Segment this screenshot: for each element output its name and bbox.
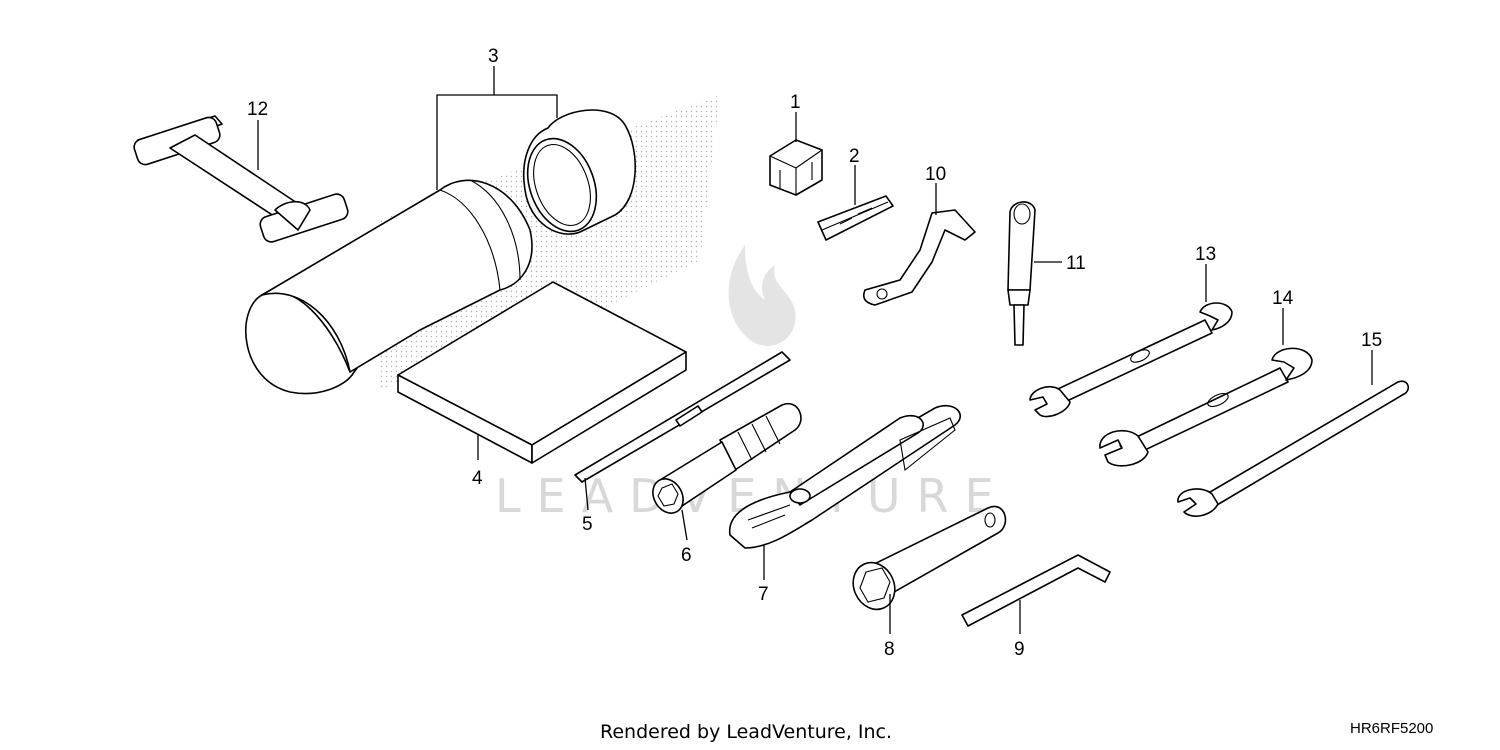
part-wrench-14 (1099, 347, 1313, 467)
callout-4: 4 (472, 468, 483, 489)
part-manual (397, 281, 687, 464)
callout-8: 8 (884, 639, 895, 660)
callout-10: 10 (925, 164, 946, 185)
callout-14: 14 (1272, 288, 1294, 309)
callout-1: 1 (790, 92, 801, 113)
callout-12: 12 (247, 99, 268, 120)
callout-7: 7 (758, 584, 769, 605)
part-wrench-13 (1029, 302, 1233, 418)
part-plug-wrench (852, 505, 1007, 611)
part-screwdriver-bit (574, 351, 791, 483)
callout-15: 15 (1361, 330, 1382, 351)
callout-6: 6 (681, 545, 692, 566)
part-hex-key (961, 554, 1111, 627)
callout-5: 5 (582, 514, 593, 535)
callout-3: 3 (488, 46, 499, 67)
diagram-code: HR6RF5200 (1350, 720, 1433, 737)
part-wrench-15 (1177, 380, 1410, 517)
part-screwdriver-handle (1007, 201, 1036, 346)
callout-11: 11 (1066, 253, 1086, 274)
callouts: 1 2 3 4 5 6 7 8 9 10 11 12 13 14 15 (247, 46, 1382, 660)
part-strap (133, 115, 349, 243)
callout-13: 13 (1195, 244, 1216, 265)
part-tool-bag (244, 109, 637, 395)
footer-credit: Rendered by LeadVenture, Inc. (600, 721, 892, 743)
leader-lines (257, 66, 1373, 634)
callout-9: 9 (1014, 639, 1025, 660)
part-screwdriver-grip (652, 402, 802, 514)
part-fuse-puller (817, 195, 894, 241)
callout-2: 2 (849, 146, 860, 167)
part-pin-spanner (862, 209, 976, 306)
part-pliers (729, 405, 961, 549)
part-fuse (769, 139, 823, 196)
